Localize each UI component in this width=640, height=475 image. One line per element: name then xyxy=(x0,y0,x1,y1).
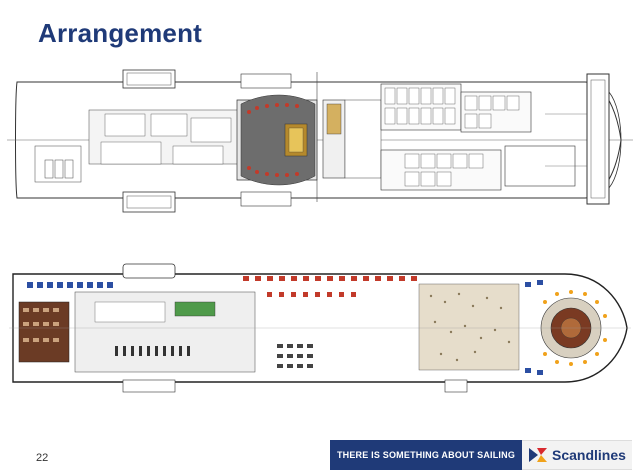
upper-deck-plan xyxy=(7,69,633,213)
page-number: 22 xyxy=(36,452,49,464)
footer-banner: THERE IS SOMETHING ABOUT SAILING Scandli… xyxy=(330,440,632,470)
footer-tagline: THERE IS SOMETHING ABOUT SAILING xyxy=(330,440,522,470)
scandlines-logo-icon xyxy=(529,448,547,462)
lower-deck-plan xyxy=(9,263,631,393)
brand-name: Scandlines xyxy=(552,447,626,463)
brand-logo: Scandlines xyxy=(522,440,632,470)
slide-title: Arrangement xyxy=(38,18,203,48)
